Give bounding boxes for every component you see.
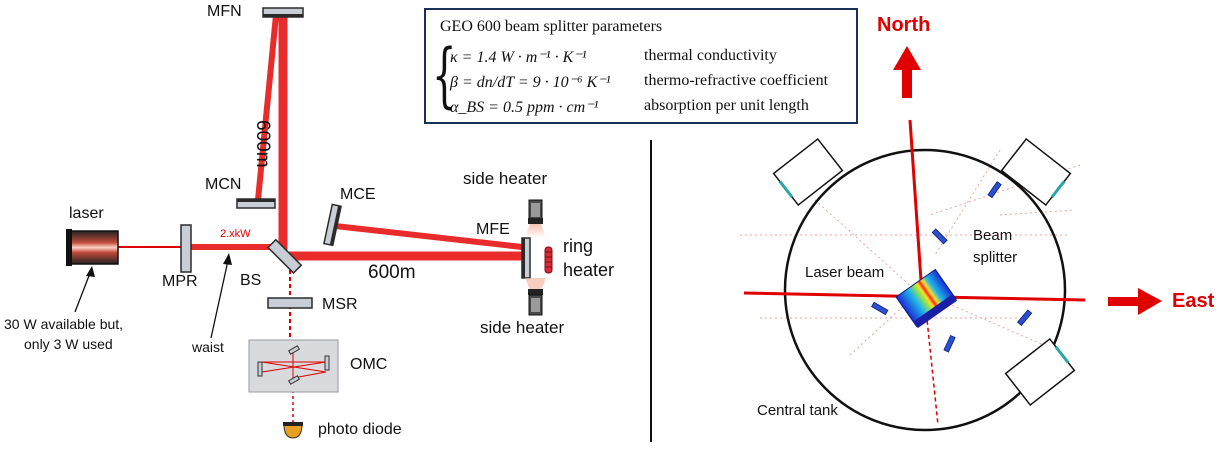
beam-splitter-heatmap — [895, 268, 958, 329]
waist-arrowhead — [223, 253, 232, 265]
equation-kappa: κ = 1.4 W · m⁻¹ · K⁻¹ — [450, 49, 587, 66]
label-laser-note-line2: only 3 W used — [24, 336, 113, 352]
label-msr: MSR — [322, 296, 358, 313]
mirror-mpr — [180, 224, 192, 273]
left-optical-layout — [66, 7, 553, 439]
label-mpr: MPR — [162, 273, 198, 290]
label-distance-horizontal: 600m — [368, 262, 416, 283]
waist-arrow — [210, 255, 230, 339]
mirror-mce — [323, 203, 342, 247]
tank-beam-north — [908, 119, 924, 296]
east-arrow-icon — [1108, 288, 1162, 315]
label-side-heater-bottom: side heater — [480, 318, 565, 337]
mirror-mfn-coating — [263, 14, 303, 17]
tank-optics — [871, 181, 1033, 353]
label-side-heater-top: side heater — [463, 169, 548, 188]
label-power: 2.xkW — [220, 228, 251, 240]
label-photo-diode: photo diode — [318, 421, 402, 438]
label-beam-splitter-line2: splitter — [973, 249, 1018, 266]
right-tank-layout — [740, 46, 1162, 432]
label-central-tank: Central tank — [757, 402, 838, 419]
parameters-box: GEO 600 beam splitter parameters { κ = 1… — [424, 8, 858, 124]
north-arrow-icon — [893, 46, 921, 98]
label-laser-note-line1: 30 W available but, — [4, 316, 124, 332]
central-tank-circle — [783, 148, 1067, 432]
equation-beta: β = dn/dT = 9 · 10⁻⁶ K⁻¹ — [450, 74, 611, 91]
label-mfn: MFN — [207, 3, 242, 20]
beam-north-fold — [255, 14, 279, 201]
mirror-msr — [267, 297, 313, 309]
mirror-mcn-coating — [237, 199, 275, 202]
laser-note-arrowhead — [86, 266, 95, 277]
parameters-title: GEO 600 beam splitter parameters — [440, 18, 663, 35]
mirror-mfe-coating — [522, 238, 525, 278]
description-kappa: thermal conductivity — [644, 47, 777, 64]
beam-east-fold — [334, 223, 523, 250]
panel-divider — [650, 140, 652, 442]
photo-diode-icon — [283, 423, 303, 439]
equation-alpha: α_BS = 0.5 ppm · cm⁻¹ — [450, 99, 599, 116]
ring-heater-device — [544, 246, 553, 274]
label-laser: laser — [69, 205, 104, 222]
label-mfe: MFE — [476, 221, 510, 238]
label-north: North — [877, 14, 931, 36]
beam-splitter-optic — [266, 238, 303, 275]
laser-cap — [66, 229, 72, 266]
omc-cavity — [248, 339, 339, 393]
tank-ports — [772, 137, 1076, 407]
label-bs: BS — [240, 272, 262, 289]
photo-diode-top — [283, 422, 303, 426]
label-laser-beam: Laser beam — [805, 264, 885, 281]
label-east: East — [1172, 290, 1215, 312]
label-ring-heater: ring heater — [563, 236, 615, 280]
label-omc: OMC — [350, 356, 388, 373]
description-beta: thermo-refractive coefficient — [644, 72, 829, 89]
description-alpha: absorption per unit length — [644, 97, 809, 114]
laser-body — [69, 230, 119, 265]
brace-icon: { — [432, 34, 457, 116]
label-beam-splitter-line1: Beam — [973, 227, 1013, 244]
label-mcn: MCN — [205, 176, 242, 193]
label-waist: waist — [192, 339, 224, 355]
side-heater-top-device — [525, 199, 546, 238]
label-distance-vertical: 600m — [252, 120, 273, 168]
side-heater-bottom-device — [525, 278, 546, 316]
label-mce: MCE — [340, 186, 376, 203]
